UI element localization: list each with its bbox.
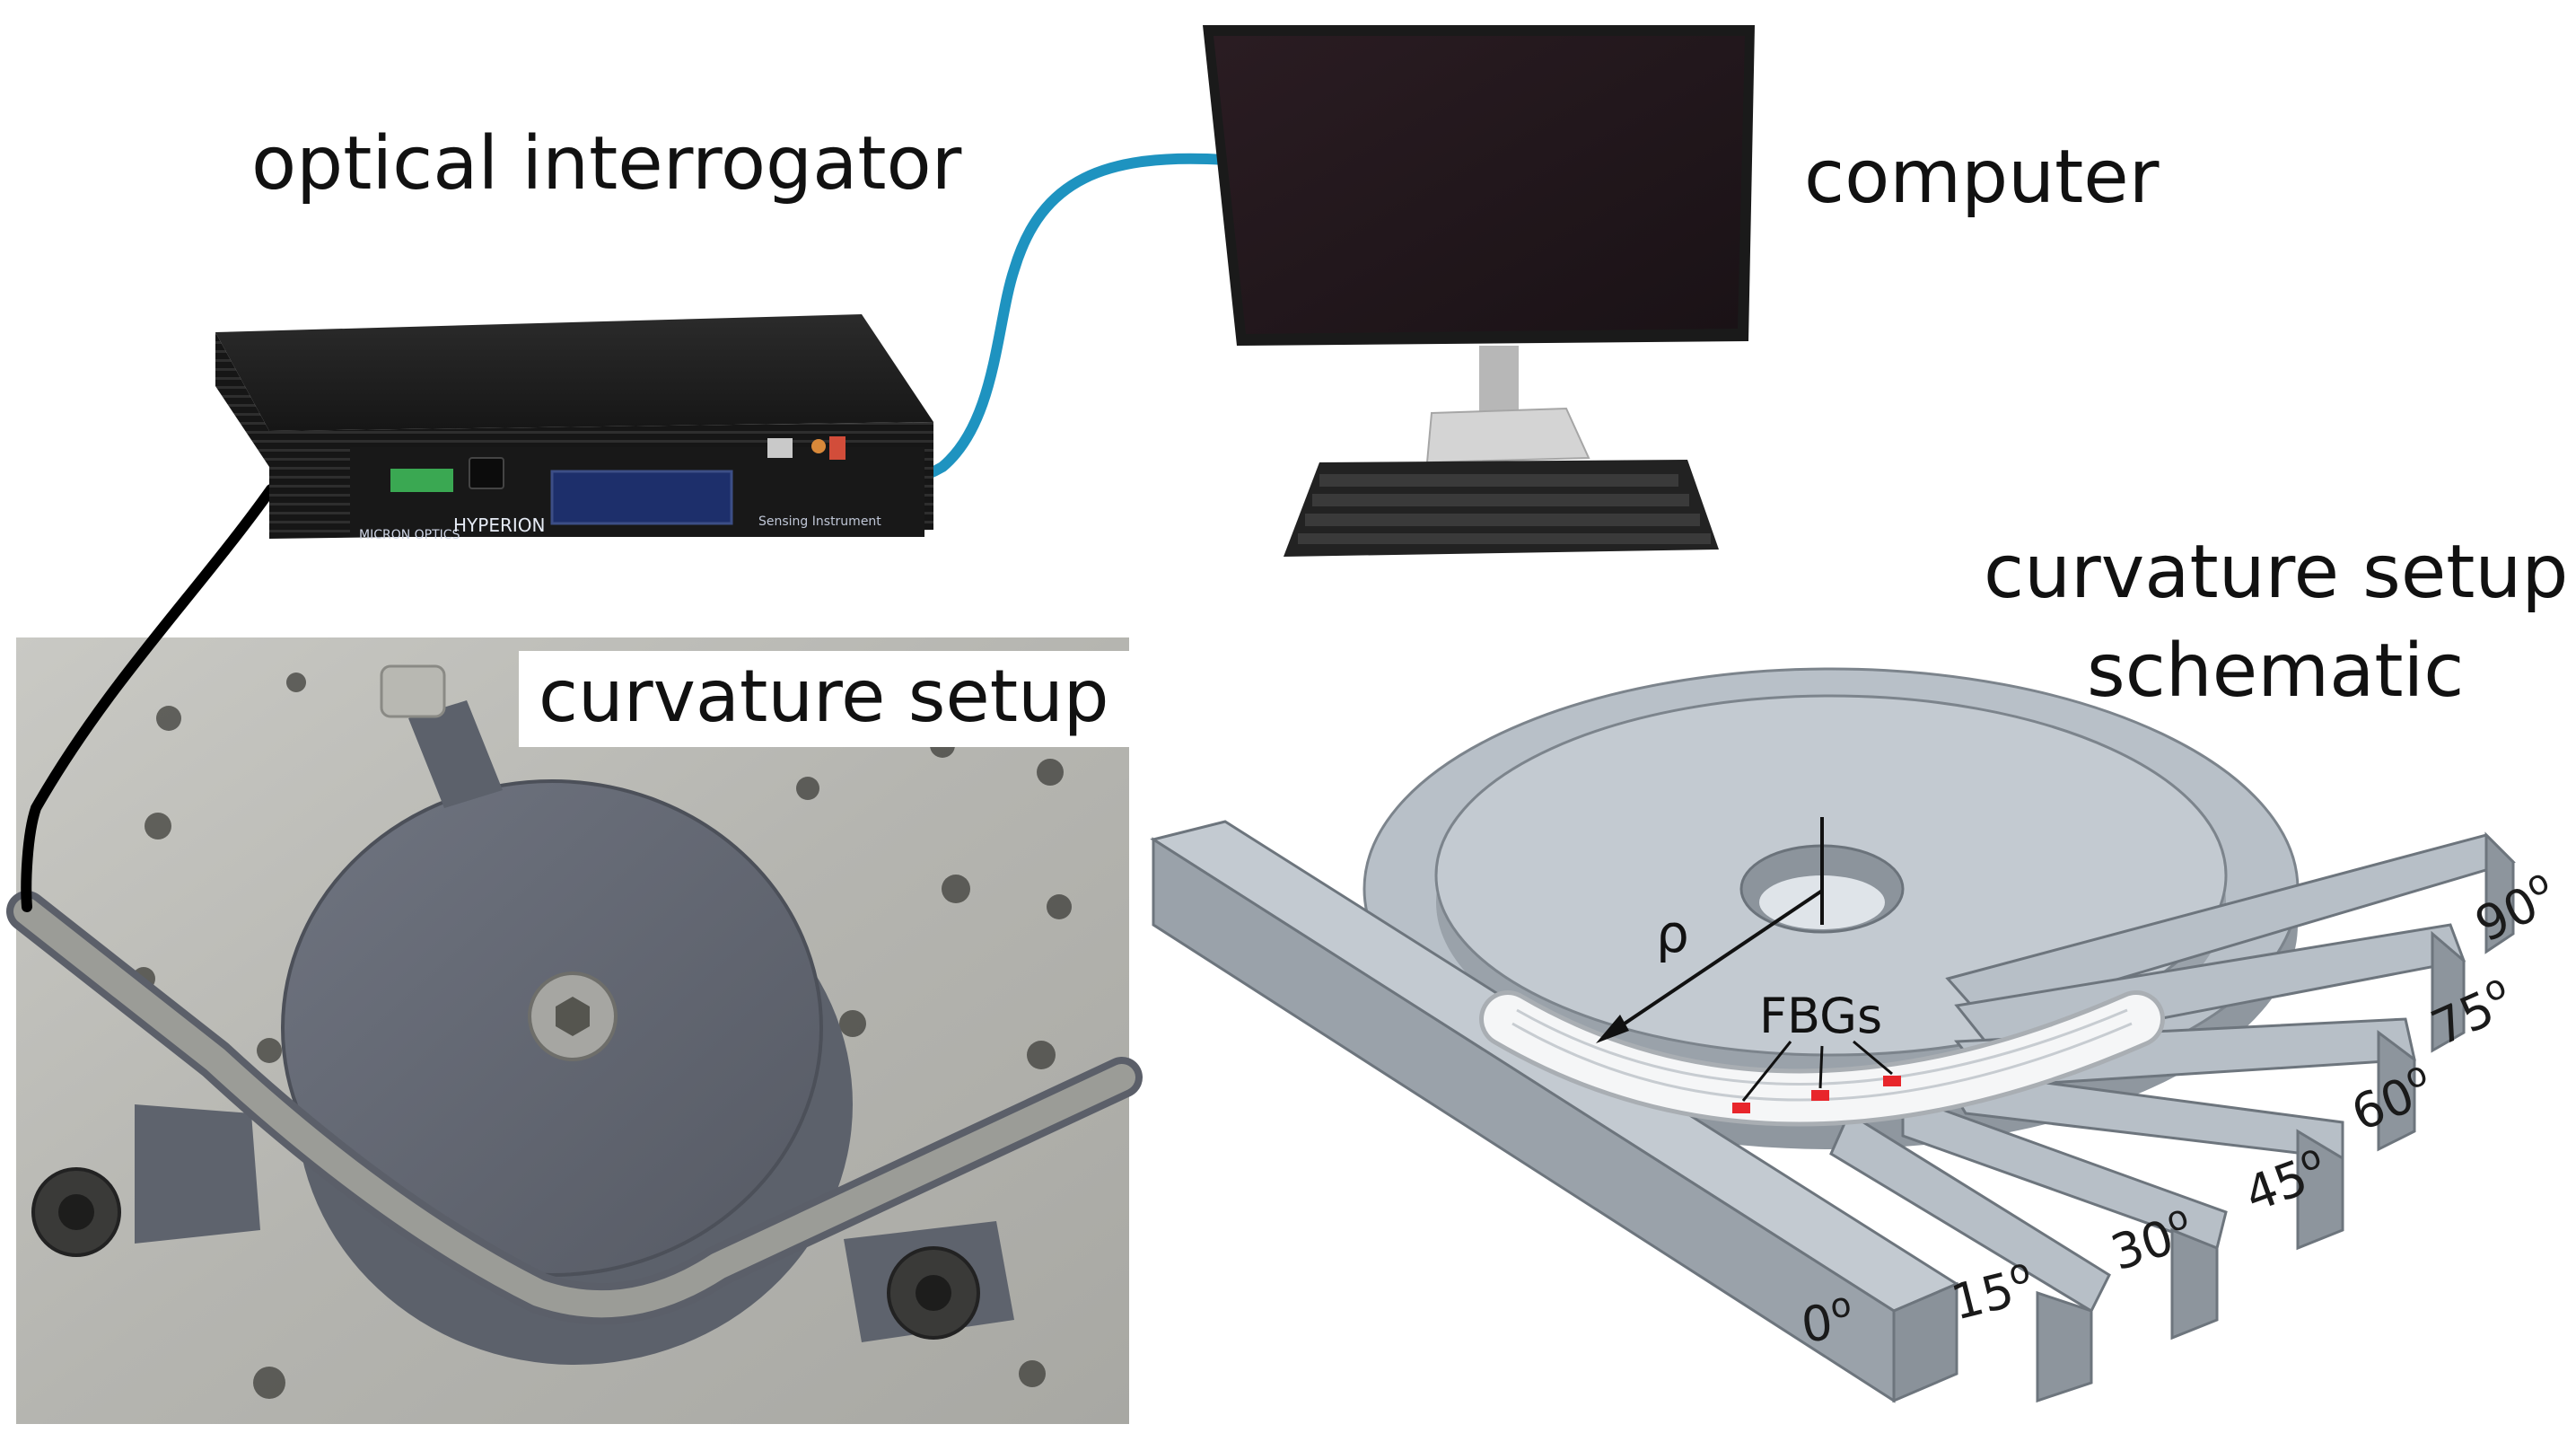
fbg-marker-2 (1811, 1090, 1829, 1101)
fbgs-label: FBGs (1759, 988, 1882, 1044)
angle-label-15: 15o (1944, 1250, 2039, 1331)
schematic-title-line1: curvature setup (1984, 530, 2569, 615)
optical-interrogator-device: MICRON OPTICS HYPERION Sensing Instrumen… (215, 314, 933, 542)
schematic-title-line2: schematic (2087, 629, 2465, 714)
front-panel-text: Sensing Instrument (758, 514, 881, 529)
computer-workstation (1203, 25, 1755, 557)
fbg-marker-1 (1732, 1103, 1750, 1113)
brand-right-text: HYPERION (453, 514, 545, 536)
black-fiber-cable (21, 484, 276, 912)
optical-interrogator-label: optical interrogator (251, 121, 962, 207)
angle-label-90: 90o (2464, 860, 2565, 953)
brand-left-text: MICRON OPTICS (359, 528, 460, 542)
fbg-marker-3 (1883, 1076, 1901, 1086)
curvature-setup-caption: curvature setup (519, 651, 1129, 747)
computer-label: computer (1804, 135, 2160, 220)
curvature-setup-photo (6, 637, 1143, 1424)
rho-label: ρ (1656, 903, 1689, 964)
